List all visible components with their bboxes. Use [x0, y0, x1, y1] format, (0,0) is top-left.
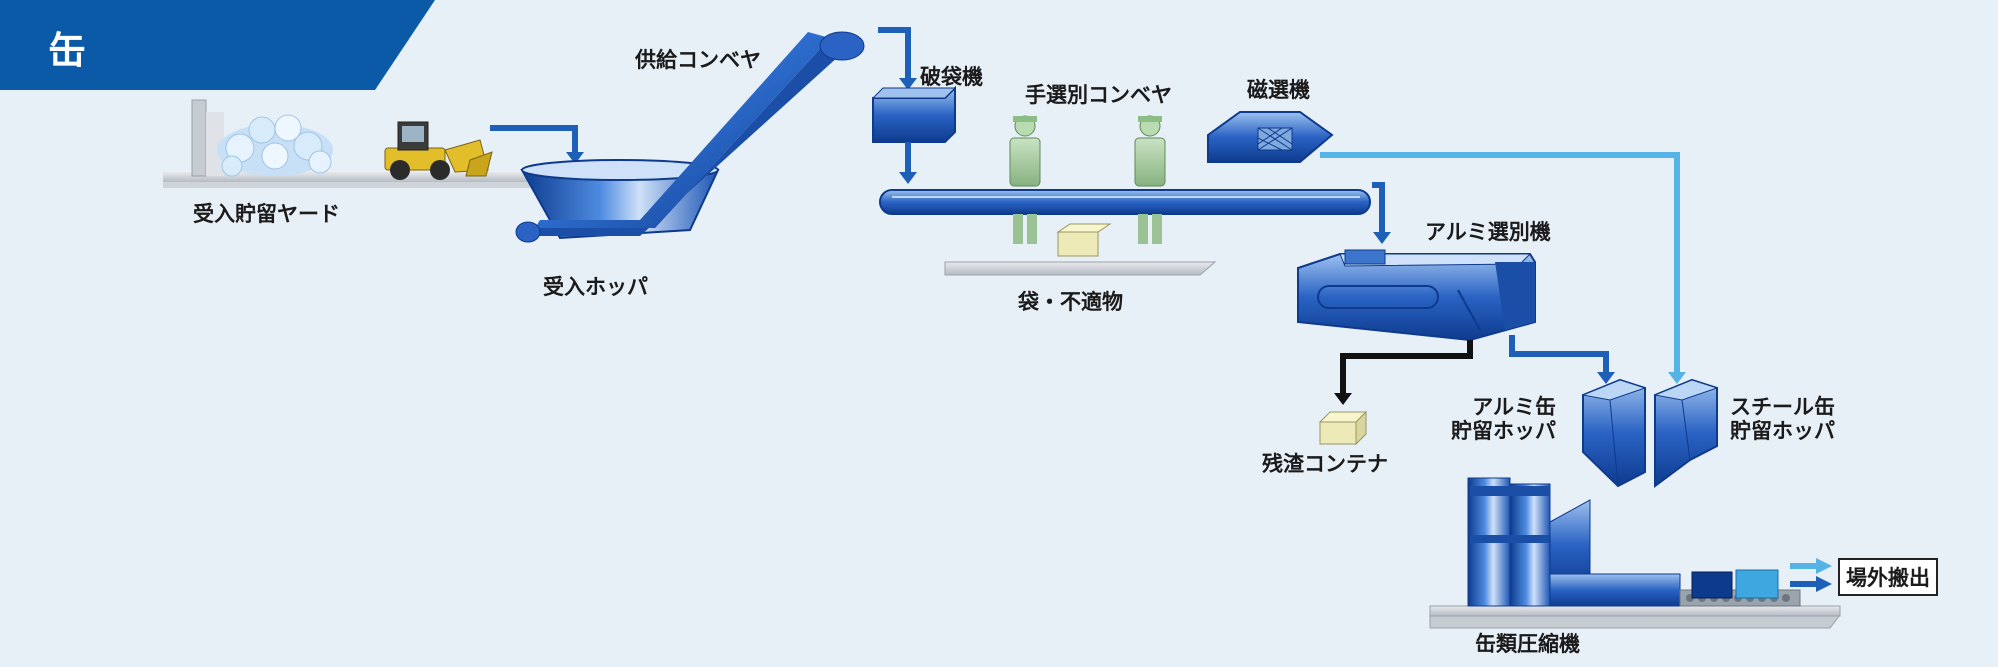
- worker-2: [1134, 115, 1166, 244]
- hand-sorting-conveyor: [879, 189, 1371, 215]
- label-aluminum-separator: アルミ選別機: [1425, 220, 1551, 244]
- title-banner: [0, 0, 435, 90]
- label-ship-out: 場外搬出: [1838, 558, 1938, 596]
- can-compactor: [1429, 477, 1842, 629]
- supply-conveyor: [515, 31, 865, 243]
- page-title: 缶: [48, 29, 87, 73]
- flow-arrow-aluminum: [1509, 335, 1609, 375]
- receiving-yard: [163, 99, 545, 188]
- label-bags-unsuitable: 袋・不適物: [1018, 290, 1123, 314]
- label-steel-hopper: スチール缶 貯留ホッパ: [1730, 395, 1835, 443]
- unsuitable-items-box: [1056, 223, 1112, 257]
- label-hand-sort-conveyor: 手選別コンベヤ: [1025, 83, 1172, 107]
- label-yard: 受入貯留ヤード: [193, 202, 340, 226]
- label-residue-container: 残渣コンテナ: [1262, 452, 1388, 476]
- label-supply-conveyor: 供給コンベヤ: [635, 48, 761, 72]
- flow-arrow-to-hopper: [490, 125, 578, 156]
- label-aluminum-hopper-line2: 貯留ホッパ: [1451, 419, 1556, 444]
- label-steel-hopper-line1: スチール缶: [1730, 395, 1835, 419]
- residue-container: [1318, 410, 1368, 446]
- label-magnetic-separator: 磁選機: [1247, 78, 1310, 102]
- flow-arrow-residue: [1340, 340, 1473, 396]
- aluminum-can-hopper: [1581, 378, 1647, 488]
- flow-arrow-to-bag-breaker: [878, 27, 911, 82]
- can-pile: [217, 114, 333, 177]
- worker-1: [1009, 115, 1041, 244]
- label-compactor: 缶類圧縮機: [1475, 632, 1580, 656]
- label-steel-hopper-line2: 貯留ホッパ: [1730, 419, 1835, 444]
- ship-out-arrows: [1790, 558, 1832, 592]
- sorting-platform: [944, 261, 1217, 276]
- bag-breaker: [871, 85, 957, 143]
- label-aluminum-hopper: アルミ缶 貯留ホッパ: [1440, 395, 1556, 443]
- wheel-loader: [384, 121, 493, 180]
- flow-arrow-steel: [1320, 152, 1680, 375]
- aluminum-separator: [1297, 249, 1536, 342]
- label-bag-breaker: 破袋機: [920, 65, 983, 89]
- label-hopper: 受入ホッパ: [543, 275, 648, 299]
- steel-can-hopper: [1653, 378, 1719, 488]
- flow-arrow-to-al-separator: [1372, 182, 1385, 235]
- label-aluminum-hopper-line1: アルミ缶: [1472, 395, 1556, 419]
- magnetic-separator: [1207, 111, 1334, 163]
